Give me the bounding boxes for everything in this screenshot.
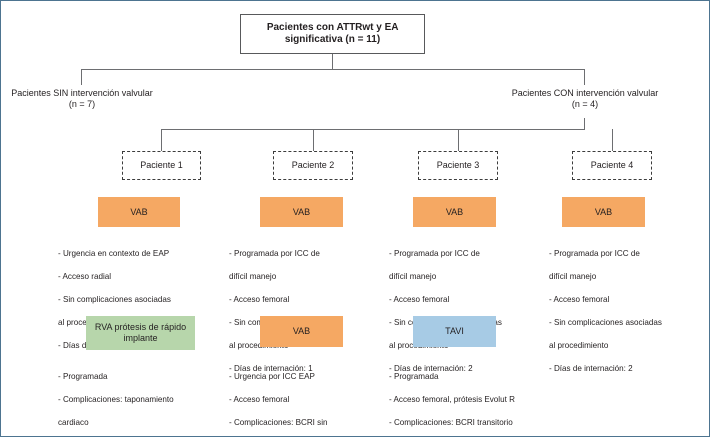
procedure-box-patient-2-first-label: VAB bbox=[292, 206, 311, 217]
connector-patient-2-drop bbox=[313, 129, 314, 151]
connector-to-left-branch bbox=[81, 69, 82, 85]
procedure-box-patient-3-first: VAB bbox=[413, 197, 496, 227]
procedure-box-patient-4-first: VAB bbox=[562, 197, 645, 227]
notes-patient-4-first: - Programada por ICC de difícil manejo -… bbox=[549, 237, 709, 386]
branch-label-left-line2: valvular (n = 7) bbox=[68, 88, 153, 110]
notes-patient-1-second: - Programada - Complicaciones: taponamie… bbox=[58, 360, 226, 436]
connector-to-right-branch bbox=[584, 69, 585, 85]
connector-right-branch-stem bbox=[584, 118, 585, 129]
procedure-label-line2: rápido implante bbox=[123, 322, 187, 343]
connector-patients-bar bbox=[161, 129, 585, 130]
note-line: - Complicaciones: taponamiento bbox=[58, 395, 174, 405]
procedure-box-patient-3-first-label: VAB bbox=[445, 206, 464, 217]
note-line: - Acceso femoral bbox=[549, 295, 610, 305]
procedure-box-patient-1-second: RVA prótesis de rápido implante bbox=[86, 316, 195, 350]
note-line: - Complicaciones: BCRI transitorio bbox=[389, 418, 513, 428]
root-node-label-line2: significativa (n = 11) bbox=[284, 34, 381, 45]
notes-patient-3-second: - Programada - Acceso femoral, prótesis … bbox=[389, 360, 564, 436]
procedure-box-patient-3-second: TAVI bbox=[413, 316, 496, 347]
connector-root-stem bbox=[332, 54, 333, 69]
patient-box-4-label: Paciente 4 bbox=[590, 160, 634, 171]
note-line: - Programada bbox=[58, 372, 108, 382]
note-line: - Acceso femoral bbox=[389, 295, 450, 305]
procedure-box-patient-2-second: VAB bbox=[260, 316, 343, 347]
patient-box-3: Paciente 3 bbox=[418, 151, 498, 180]
connector-patient-1-drop bbox=[161, 129, 162, 151]
procedure-box-patient-4-first-label: VAB bbox=[594, 206, 613, 217]
note-line: - Programada por ICC de bbox=[549, 249, 640, 259]
note-line: al procedimiento bbox=[549, 341, 609, 351]
note-line: - Complicaciones: BCRI sin bbox=[229, 418, 328, 428]
note-line: - Programada por ICC de bbox=[229, 249, 320, 259]
procedure-box-patient-2-first: VAB bbox=[260, 197, 343, 227]
procedure-box-patient-3-second-label: TAVI bbox=[445, 326, 464, 337]
note-line: - Días de internación: 2 bbox=[389, 364, 473, 374]
note-line: - Programada por ICC de bbox=[389, 249, 480, 259]
note-line: - Días de internación: 1 bbox=[229, 364, 313, 374]
note-line: - Acceso femoral bbox=[229, 295, 290, 305]
procedure-label-line1: RVA prótesis de bbox=[94, 322, 159, 333]
patient-box-1: Paciente 1 bbox=[122, 151, 201, 180]
branch-label-left: Pacientes SIN intervención valvular (n =… bbox=[7, 88, 157, 111]
branch-label-left-line1: Pacientes SIN intervención bbox=[11, 88, 120, 98]
branch-label-right-line2: valvular (n = 4) bbox=[571, 88, 659, 110]
root-node-label: Pacientes con ATTRwt y EA significativa … bbox=[247, 22, 418, 46]
note-line: difícil manejo bbox=[549, 272, 597, 282]
root-node-box: Pacientes con ATTRwt y EA significativa … bbox=[240, 14, 425, 54]
procedure-box-patient-1-first: VAB bbox=[98, 197, 180, 227]
root-node-label-line1: Pacientes con ATTRwt y EA bbox=[266, 22, 399, 34]
patient-box-1-label: Paciente 1 bbox=[140, 160, 183, 171]
patient-box-3-label: Paciente 3 bbox=[436, 160, 480, 171]
note-line: - Urgencia en contexto de EAP bbox=[58, 249, 170, 259]
connector-root-split-bar bbox=[81, 69, 584, 70]
note-line: cardiaco bbox=[58, 418, 89, 428]
procedure-box-patient-1-first-label: VAB bbox=[130, 206, 148, 217]
connector-patient-4-drop bbox=[612, 129, 613, 151]
notes-patient-2-second: - Urgencia por ICC EAP - Acceso femoral … bbox=[229, 360, 397, 436]
note-line: - Días de internación: 2 bbox=[549, 364, 633, 374]
branch-label-right: Pacientes CON intervención valvular (n =… bbox=[509, 88, 661, 111]
patient-box-2: Paciente 2 bbox=[273, 151, 353, 180]
note-line: - Sin complicaciones asociadas bbox=[549, 318, 662, 328]
patient-box-2-label: Paciente 2 bbox=[291, 160, 335, 171]
note-line: - Sin complicaciones asociadas bbox=[58, 295, 171, 305]
branch-label-right-line1: Pacientes CON intervención bbox=[511, 88, 625, 98]
procedure-box-patient-2-second-label: VAB bbox=[292, 326, 311, 337]
note-line: - Acceso radial bbox=[58, 272, 112, 282]
note-line: difícil manejo bbox=[389, 272, 437, 282]
connector-patient-3-drop bbox=[458, 129, 459, 151]
note-line: difícil manejo bbox=[229, 272, 277, 282]
note-line: - Programada bbox=[389, 372, 439, 382]
patient-box-4: Paciente 4 bbox=[572, 151, 652, 180]
note-line: - Urgencia por ICC EAP bbox=[229, 372, 315, 382]
note-line: - Acceso femoral, prótesis Evolut R bbox=[389, 395, 515, 405]
procedure-box-patient-1-second-label: RVA prótesis de rápido implante bbox=[86, 322, 195, 343]
note-line: - Acceso femoral bbox=[229, 395, 290, 405]
